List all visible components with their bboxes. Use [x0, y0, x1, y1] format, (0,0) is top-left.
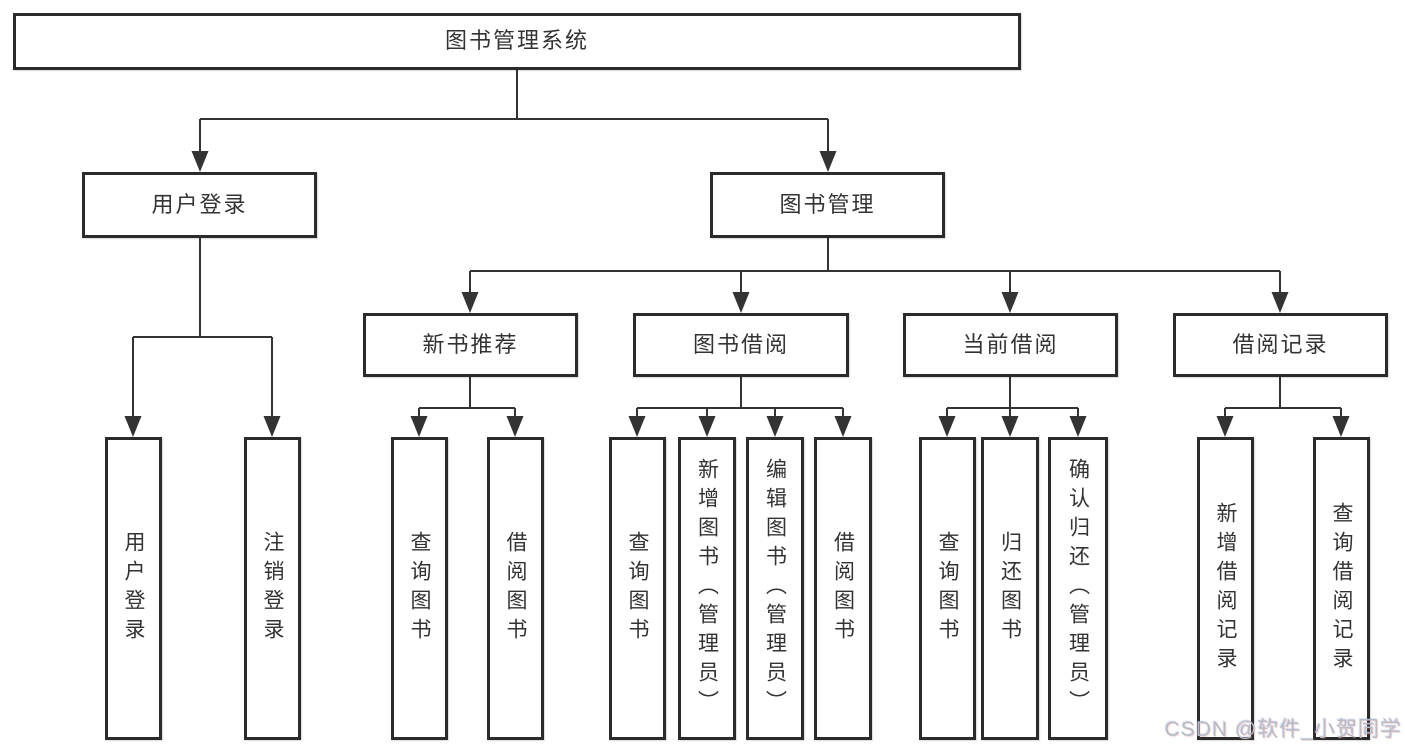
- leaf-query-borrow-record: 查询借阅记录: [1313, 437, 1370, 740]
- node-book-management: 图书管理: [710, 172, 945, 238]
- arrowheads: [124, 151, 1350, 437]
- csdn-watermark: CSDN @软件_小贺同学: [1164, 718, 1402, 741]
- node-borrow-record: 借阅记录: [1173, 313, 1388, 377]
- leaf-query-book-recommend: 查询图书: [391, 437, 448, 740]
- node-root-system: 图书管理系统: [13, 13, 1021, 70]
- leaf-borrow-book-recommend: 借阅图书: [487, 437, 544, 740]
- leaf-logout: 注销登录: [244, 437, 301, 740]
- leaf-user-login: 用户登录: [105, 437, 162, 740]
- leaf-add-book-admin: 新增图书（管理员）: [678, 437, 736, 740]
- leaf-borrow-book: 借阅图书: [814, 437, 872, 740]
- leaf-query-book-current: 查询图书: [919, 437, 976, 740]
- leaf-confirm-return-admin: 确认归还（管理员）: [1048, 437, 1108, 740]
- node-book-borrow: 图书借阅: [633, 313, 849, 377]
- leaf-return-book: 归还图书: [981, 437, 1039, 740]
- leaf-add-borrow-record: 新增借阅记录: [1197, 437, 1254, 740]
- node-user-login: 用户登录: [82, 172, 317, 238]
- connector-lines: [132, 70, 1342, 417]
- node-current-borrow: 当前借阅: [903, 313, 1118, 377]
- leaf-edit-book-admin: 编辑图书（管理员）: [746, 437, 804, 740]
- leaf-query-book-borrow: 查询图书: [609, 437, 666, 740]
- node-new-book-recommend: 新书推荐: [363, 313, 578, 377]
